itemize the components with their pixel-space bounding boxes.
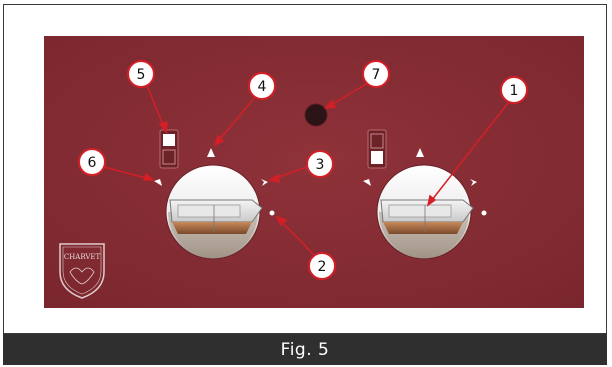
callout-7-number: 7 [372,67,381,83]
right-knob-top-symbol [416,148,424,157]
left-knob[interactable] [165,164,263,260]
callout-6-number: 6 [88,155,97,171]
left-knob-right-symbol [261,179,268,186]
callout-line-1 [427,102,509,206]
left-knob-pan-icon [169,199,263,234]
caption-bar: Fig. 5 [3,334,607,365]
right-rocker-switch [367,129,387,169]
callout-7: 7 [362,60,390,88]
right-knob-left-symbol [363,179,371,186]
callout-2: 2 [308,252,336,280]
right-knob-right-symbol [470,179,477,186]
callout-line-4 [214,95,257,146]
right-knob[interactable] [376,164,474,260]
charvet-logo: CHARVET [59,243,105,299]
callout-1-number: 1 [510,83,519,99]
left-knob-off-dot [269,210,275,216]
callout-5: 5 [127,60,155,88]
callout-6: 6 [78,148,106,176]
logo-text: CHARVET [64,253,101,261]
right-knob-off-dot [481,210,487,216]
right-knob-pan-icon [380,199,474,234]
left-knob-left-symbol [154,179,162,186]
control-panel-illustration: CHARVET [44,36,584,308]
callout-1: 1 [500,76,528,104]
left-rocker-switch [159,129,179,169]
callout-2-number: 2 [318,259,327,275]
callout-5-number: 5 [137,67,146,83]
callout-4-number: 4 [258,79,267,95]
left-knob-top-symbol [207,148,215,157]
figure-caption: Fig. 5 [280,340,330,360]
indicator-lamp [304,103,328,127]
callout-4: 4 [248,72,276,100]
callout-3: 3 [306,150,334,178]
callout-3-number: 3 [316,157,325,173]
callout-lines [103,82,509,257]
